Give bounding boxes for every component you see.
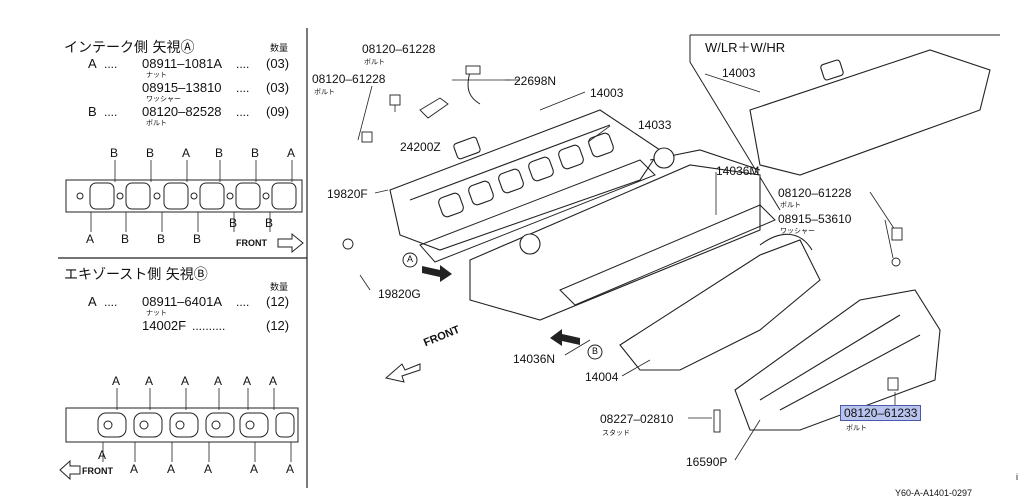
- intake-bottom-letter: B: [265, 216, 274, 230]
- exhaust-top-letter: A: [269, 374, 278, 388]
- intake-top-letter: B: [146, 146, 155, 160]
- intake-top-letter: B: [215, 146, 224, 160]
- view-a-marker: A: [407, 254, 414, 264]
- variant-manifold: [749, 49, 991, 176]
- intake-row-key: B: [88, 104, 97, 119]
- heat-insulator: [734, 289, 941, 431]
- intake-row-key: A: [88, 56, 97, 71]
- intake-bottom-letter: B: [193, 232, 202, 246]
- exhaust-bottom-letter: A: [250, 462, 259, 476]
- part-14036M-label[interactable]: 14036M: [716, 164, 760, 178]
- corner-mark: i: [1016, 472, 1018, 482]
- part-sub-label: スタッド: [602, 429, 630, 437]
- exhaust-row-key: A: [88, 294, 97, 309]
- intake-row-dots: ....: [104, 57, 118, 71]
- part-24200Z-label[interactable]: 24200Z: [400, 140, 441, 154]
- intake-row-part: 08915–13810: [142, 80, 222, 95]
- exhaust-top-letter: A: [214, 374, 223, 388]
- diagram-code: Y60-A-A1401-0297: [895, 488, 973, 498]
- intake-bottom-letter: B: [157, 232, 166, 246]
- part-14004-label[interactable]: 14004: [585, 370, 619, 384]
- part-sub-label: ワッシャー: [780, 227, 815, 235]
- intake-top-letter: A: [182, 146, 191, 160]
- exhaust-gasket: [559, 204, 776, 306]
- exhaust-bottom-letter: A: [204, 462, 213, 476]
- part-08915-53610-label[interactable]: 08915–53610: [778, 212, 852, 226]
- intake-view-title: インテーク側 矢視Ⓐ: [64, 40, 195, 56]
- exhaust-top-letter: A: [112, 374, 121, 388]
- exhaust-gasket-strip: [65, 388, 299, 462]
- part-08120-61228-label[interactable]: 08120–61228: [362, 42, 436, 56]
- part-08120-61228-label[interactable]: 08120–61228: [312, 72, 386, 86]
- intake-gasket: [419, 159, 656, 263]
- cylinder-head: [469, 147, 761, 321]
- part-14003-variant-label[interactable]: 14003: [722, 66, 756, 80]
- intake-row-dots: ....: [104, 105, 118, 119]
- exhaust-bottom-letter: A: [167, 462, 176, 476]
- part-16590P-label[interactable]: 16590P: [686, 455, 728, 469]
- intake-row-fill: ....: [236, 57, 250, 71]
- part-sub-label: ボルト: [314, 88, 335, 96]
- intake-bottom-letter: B: [121, 232, 130, 246]
- exhaust-top-letter: A: [243, 374, 252, 388]
- part-19820F-label[interactable]: 19820F: [327, 187, 368, 201]
- exhaust-top-letter: A: [145, 374, 154, 388]
- part-19820G-label[interactable]: 19820G: [378, 287, 421, 301]
- exhaust-row-fill: ..........: [192, 319, 226, 333]
- part-14033-label[interactable]: 14033: [638, 118, 672, 132]
- intake-row-sub: ナット: [146, 71, 167, 79]
- intake-front-label: FRONT: [236, 238, 267, 248]
- part-08120-61228-label[interactable]: 08120–61228: [778, 186, 852, 200]
- view-b-marker: B: [592, 346, 599, 356]
- intake-top-letter: B: [251, 146, 260, 160]
- intake-row-fill: ....: [236, 81, 250, 95]
- intake-row-sub: ワッシャー: [146, 95, 181, 103]
- exhaust-qty-header: 数量: [270, 283, 289, 293]
- exhaust-row-part: 08911–6401A: [142, 294, 223, 309]
- exhaust-row-dots: ....: [104, 295, 118, 309]
- exhaust-view-title: エキゾースト側 矢視Ⓑ: [64, 267, 208, 283]
- intake-bottom-letter: B: [229, 216, 238, 230]
- intake-bottom-letter: A: [86, 232, 95, 246]
- exhaust-row-part: 14002F: [142, 318, 187, 333]
- intake-manifold: [389, 109, 661, 251]
- intake-row-part: 08120–82528: [142, 104, 222, 119]
- exhaust-bottom-letter: A: [130, 462, 139, 476]
- part-sub-label: ボルト: [364, 58, 385, 66]
- intake-row-sub: ボルト: [146, 119, 167, 127]
- variant-label: W/LR＋W/HR: [705, 40, 786, 55]
- intake-row-qty: (03): [266, 80, 290, 95]
- exhaust-row-sub: ナット: [146, 309, 167, 317]
- part-08227-02810-label[interactable]: 08227–02810: [600, 412, 674, 426]
- part-14036N-label[interactable]: 14036N: [513, 352, 556, 366]
- exhaust-row-qty: (12): [266, 294, 290, 309]
- intake-row-qty: (03): [266, 56, 290, 71]
- intake-qty-header: 数量: [270, 44, 289, 54]
- part-14003-label[interactable]: 14003: [590, 86, 624, 100]
- exhaust-front-label: FRONT: [82, 466, 113, 476]
- part-08120-61233-label[interactable]: 08120–61233: [840, 405, 922, 421]
- exhaust-row-fill: ....: [236, 295, 250, 309]
- part-sub-label: ボルト: [780, 201, 801, 209]
- intake-top-letter: B: [110, 146, 119, 160]
- intake-row-fill: ....: [236, 105, 250, 119]
- intake-row-part: 08911–1081A: [142, 56, 223, 71]
- part-sub-label: ボルト: [846, 424, 867, 432]
- exhaust-bottom-letter: A: [286, 462, 295, 476]
- exhaust-manifold: [619, 233, 821, 371]
- exhaust-bottom-letter: A: [98, 448, 107, 462]
- exhaust-top-letter: A: [181, 374, 190, 388]
- part-22698N-label[interactable]: 22698N: [514, 74, 557, 88]
- intake-gasket-strip: [65, 160, 303, 232]
- intake-top-letter: A: [287, 146, 296, 160]
- intake-row-qty: (09): [266, 104, 290, 119]
- exhaust-row-qty: (12): [266, 318, 290, 333]
